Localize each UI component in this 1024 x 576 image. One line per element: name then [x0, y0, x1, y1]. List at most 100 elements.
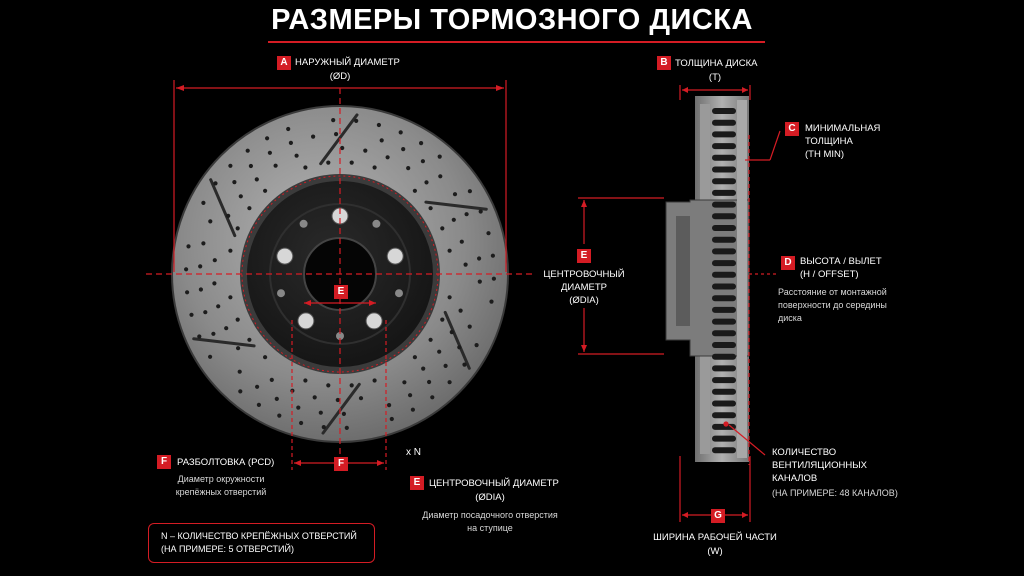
bolt-hole: [276, 247, 294, 265]
drill-hole: [447, 248, 452, 253]
drill-hole: [491, 276, 496, 281]
drill-hole: [235, 317, 240, 322]
center-bore-side-label-1: ЦЕНТРОВОЧНЫЙ: [543, 269, 625, 280]
drill-hole: [477, 256, 482, 261]
badge-f: F: [157, 455, 171, 469]
bolt-holes: [276, 207, 404, 340]
badge-f-front: F: [334, 457, 348, 471]
drill-hole: [428, 206, 433, 211]
vent-channel: [712, 447, 736, 454]
drill-hole: [303, 165, 308, 170]
drill-hole: [363, 148, 368, 153]
center-bore-symbol: (ØDIA): [475, 492, 505, 503]
outer-diameter-label: НАРУЖНЫЙ ДИАМЕТР: [295, 57, 400, 68]
drill-hole: [331, 118, 336, 123]
drill-hole: [213, 181, 218, 186]
drill-hole: [477, 279, 482, 284]
vent-channel: [712, 131, 736, 138]
drill-hole: [211, 331, 216, 336]
center-bore-desc-1: Диаметр посадочного отверстия: [422, 510, 558, 520]
drill-hole: [224, 326, 229, 331]
drill-hole: [440, 226, 445, 231]
drill-hole: [212, 258, 217, 263]
offset-label: ВЫСОТА / ВЫЛЕТ: [800, 256, 882, 267]
drill-hole: [288, 140, 293, 145]
drill-hole: [312, 395, 317, 400]
drill-hole: [421, 366, 426, 371]
drill-hole: [459, 239, 464, 244]
vent-channel: [712, 283, 736, 290]
drill-hole: [457, 345, 462, 350]
pcd-label: РАЗБОЛТОВКА (PCD): [177, 457, 275, 468]
drill-hole: [447, 380, 452, 385]
badge-a: A: [277, 56, 291, 70]
working-width-symbol: (W): [707, 546, 723, 557]
drill-hole: [335, 397, 340, 403]
drill-hole: [424, 180, 429, 185]
rotor-slots: [192, 113, 488, 435]
vent-channel: [712, 435, 736, 442]
offset-symbol: (H / OFFSET): [800, 269, 859, 280]
min-thickness-label-1: МИНИМАЛЬНАЯ: [805, 123, 881, 134]
vent-count-label-3: КАНАЛОВ: [772, 473, 818, 484]
drill-hole: [340, 145, 345, 151]
offset-desc-3: диска: [778, 313, 802, 323]
vent-channel: [712, 271, 736, 278]
drill-hole: [228, 248, 233, 253]
drill-hole: [451, 217, 456, 222]
vent-count-label-1: КОЛИЧЕСТВО: [772, 447, 837, 458]
vent-channel: [712, 225, 736, 231]
drill-hole: [208, 354, 213, 359]
drill-hole: [458, 308, 463, 313]
drill-hole: [186, 244, 191, 249]
drill-hole: [228, 295, 233, 300]
drill-hole: [420, 159, 425, 164]
pilot-hole: [395, 289, 403, 298]
drill-hole: [189, 312, 194, 317]
drill-hole: [296, 405, 301, 410]
rotor-drill-holes: [184, 118, 496, 430]
drill-hole: [254, 177, 259, 182]
vent-channel: [712, 388, 736, 395]
drill-hole: [216, 304, 221, 309]
drill-hole: [474, 343, 479, 348]
drill-hole: [349, 160, 354, 165]
badge-b: B: [657, 56, 671, 70]
drill-hole: [437, 154, 442, 159]
drill-hole: [334, 132, 339, 137]
drill-hole: [387, 403, 392, 408]
drill-hole: [428, 337, 433, 342]
drill-hole: [245, 148, 250, 153]
vent-channel: [712, 236, 736, 243]
badge-e-bottom: E: [410, 476, 424, 490]
drill-hole: [326, 160, 331, 165]
vent-count-label-2: ВЕНТИЛЯЦИОННЫХ: [772, 460, 867, 471]
drill-hole: [344, 425, 349, 430]
drill-hole: [263, 355, 268, 360]
vent-channel: [712, 213, 736, 220]
drill-hole: [354, 118, 359, 123]
drill-hole: [184, 267, 189, 272]
pilot-hole: [299, 219, 308, 228]
drill-hole: [463, 262, 468, 267]
outer-diameter-symbol: (ØD): [329, 71, 351, 82]
thickness-symbol: (T): [708, 72, 722, 83]
drill-hole: [269, 377, 274, 382]
vent-channel: [712, 353, 736, 360]
vent-channel: [712, 260, 736, 267]
badge-d: D: [781, 256, 795, 270]
drill-hole: [198, 264, 203, 269]
badge-e-front: E: [334, 285, 348, 299]
vent-channel: [712, 377, 736, 384]
vent-channel: [712, 108, 736, 114]
bolt-hole: [297, 312, 315, 330]
drill-hole: [379, 138, 384, 143]
vent-channel: [712, 201, 736, 208]
vent-channel: [712, 189, 736, 196]
drill-hole: [235, 226, 240, 231]
vent-channel: [712, 166, 736, 173]
drill-hole: [286, 126, 291, 132]
offset-desc-1: Расстояние от монтажной: [778, 287, 887, 297]
offset-desc-2: поверхности до середины: [778, 300, 887, 310]
min-thickness-symbol: (TH MIN): [805, 149, 845, 160]
